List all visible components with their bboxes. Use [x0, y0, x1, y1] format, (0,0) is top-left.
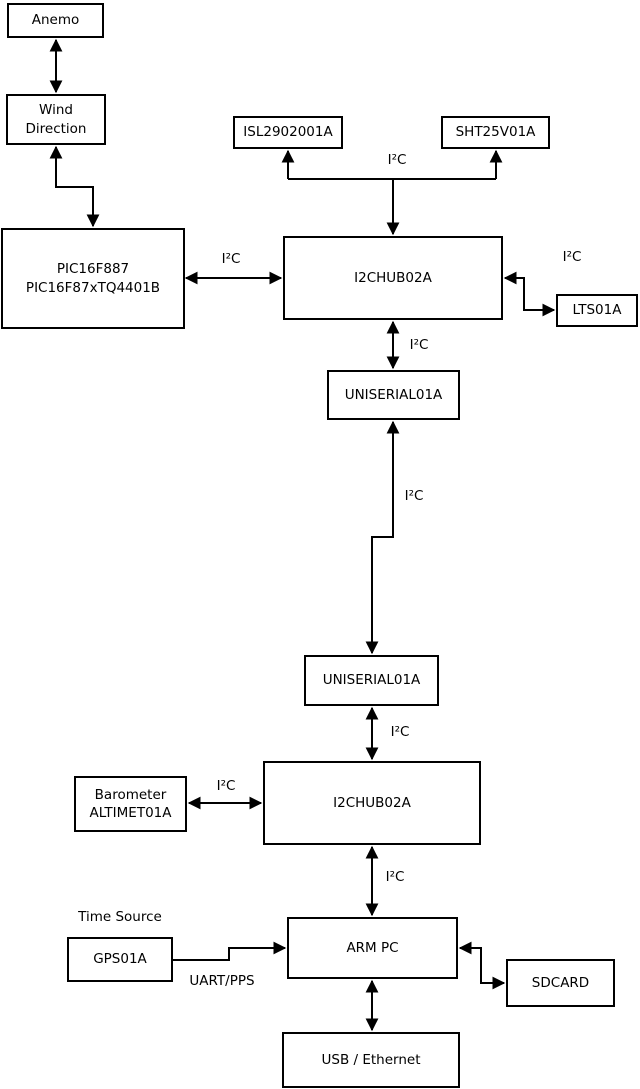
node-arm-pc-label: ARM PC [346, 939, 399, 956]
node-barometer-label-1: Barometer [94, 786, 167, 803]
edge-label-i2c-uniserial2-hub2: I²C [390, 724, 410, 740]
edge-armpc-sdcard [458, 941, 506, 990]
edge-label-i2c-sensors: I²C [387, 152, 407, 168]
node-isl2902001a: ISL2902001A [233, 116, 343, 149]
node-barometer-label-2: ALTIMET01A [89, 805, 172, 821]
node-sdcard-label: SDCARD [531, 974, 590, 991]
edge-label-i2c-pic-hub1: I²C [221, 251, 241, 267]
node-uniserial01a-2-label: UNISERIAL01A [322, 672, 421, 689]
node-wind-direction-label-2: Direction [25, 120, 87, 137]
node-pic16f887-label-1: PIC16F887 [56, 261, 130, 278]
node-lts01a-label: LTS01A [572, 302, 622, 319]
node-pic16f887: PIC16F887 PIC16F87xTQ4401B [1, 228, 185, 329]
node-usb-ethernet-label: USB / Ethernet [321, 1051, 421, 1068]
node-gps01a-label: GPS01A [93, 951, 147, 968]
edge-uniserial1-uniserial2 [365, 420, 400, 655]
node-gps01a: GPS01A [67, 937, 173, 982]
edge-label-i2c-hub2-armpc: I²C [385, 869, 405, 885]
node-anemo-label: Anemo [31, 12, 80, 29]
node-sht25v01a-label: SHT25V01A [455, 124, 536, 141]
node-uniserial01a-1: UNISERIAL01A [327, 370, 460, 420]
node-i2chub02a-1: I2CHUB02A [283, 236, 503, 320]
edge-wind-pic [49, 145, 100, 228]
edge-gps-armpc [173, 941, 287, 961]
node-anemo: Anemo [7, 3, 104, 38]
node-pic16f887-label-2: PIC16F87xTQ4401B [25, 279, 161, 296]
node-arm-pc: ARM PC [287, 917, 458, 979]
node-uniserial01a-1-label: UNISERIAL01A [344, 386, 443, 403]
node-isl2902001a-label: ISL2902001A [243, 124, 333, 141]
label-uart-pps: UART/PPS [189, 973, 255, 989]
node-i2chub02a-2: I2CHUB02A [263, 761, 481, 845]
node-sdcard: SDCARD [506, 959, 615, 1007]
edge-label-i2c-hub1-uniserial1: I²C [409, 337, 429, 353]
edge-hub1-lts [503, 271, 556, 317]
edge-label-i2c-hub1-lts: I²C [562, 249, 582, 265]
node-lts01a: LTS01A [556, 294, 638, 327]
node-uniserial01a-2: UNISERIAL01A [304, 655, 439, 706]
node-wind-direction-label-1: Wind [39, 102, 73, 119]
node-sht25v01a: SHT25V01A [441, 116, 550, 149]
node-i2chub02a-1-label: I2CHUB02A [354, 269, 432, 286]
label-time-source: Time Source [78, 909, 162, 925]
edge-label-i2c-barometer-hub2: I²C [216, 778, 236, 794]
node-barometer-altimet01a: Barometer ALTIMET01A [74, 776, 187, 832]
node-wind-direction: Wind Direction [6, 94, 106, 145]
edge-label-i2c-uniserial-link: I²C [404, 488, 424, 504]
node-i2chub02a-2-label: I2CHUB02A [333, 794, 411, 811]
node-usb-ethernet: USB / Ethernet [282, 1032, 460, 1088]
